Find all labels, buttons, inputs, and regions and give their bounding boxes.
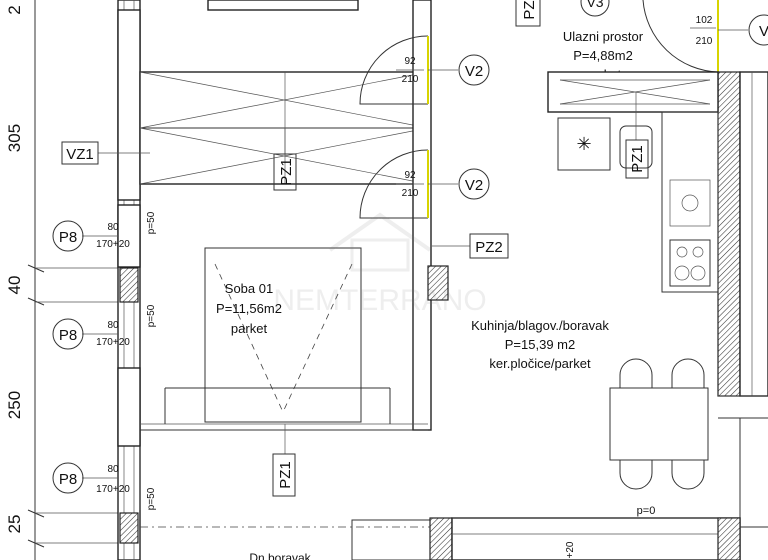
dimension-250: 250: [5, 391, 24, 419]
watermark-logo: NEMTERRANO: [273, 212, 487, 317]
tag-pz-top-partial: PZ: [515, 0, 541, 27]
door-v2-top-tag: V2: [465, 63, 483, 80]
door-v3-height: 210: [696, 36, 713, 47]
door-v3-width: 102: [696, 15, 713, 26]
exterior-wall-left: [117, 0, 141, 560]
exterior-wall-right: [717, 71, 768, 520]
door-v2-top-width: 92: [404, 56, 416, 67]
tag-pz1-bottom-label: PZ1: [277, 461, 294, 489]
window-p8-2-height: 170+20: [96, 337, 130, 348]
room-kuhinja-area: P=15,39 m2: [505, 337, 575, 352]
sink-icon: ✳: [576, 134, 591, 154]
bottom-p0: p=0: [637, 505, 656, 517]
window-p8-2: P8 80 170+20 p=50: [52, 304, 157, 350]
door-v3-tag: V3: [586, 0, 603, 10]
dimension-40: 40: [5, 276, 24, 295]
dimension-305: 305: [5, 124, 24, 152]
room-kuhinja-name: Kuhinja/blagov./boravak: [471, 318, 609, 333]
window-p8-1-tag: P8: [59, 229, 77, 246]
window-p8-1-width: 80: [107, 222, 119, 233]
room-soba-area: P=11,56m2: [216, 301, 282, 316]
door-v2-bottom-height: 210: [402, 188, 419, 199]
room-soba-name: Soba 01: [225, 281, 273, 296]
room-kuhinja-floor: ker.pločice/parket: [489, 356, 591, 371]
window-p8-1-sill: p=50: [146, 211, 157, 234]
door-v2-bottom: 92 210 V2: [359, 149, 490, 219]
room-soba-floor: parket: [231, 321, 268, 336]
tag-pz1-kitchen-label: PZ1: [629, 145, 646, 173]
window-p8-2-tag: P8: [59, 327, 77, 344]
dimension-chain: 2 305 40 250 25: [5, 0, 120, 560]
window-p8-2-sill: p=50: [146, 304, 157, 327]
room-kuhinja-label: Kuhinja/blagov./boravak P=15,39 m2 ker.p…: [471, 318, 609, 371]
bed: [164, 247, 391, 424]
window-p8-3-height: 170+20: [96, 484, 130, 495]
room-ulazni-area: P=4,88m2: [573, 48, 633, 63]
door-v2-top-height: 210: [402, 74, 419, 85]
dining-table: [609, 358, 709, 490]
door-v2-top: 92 210 V2: [359, 35, 490, 105]
window-p8-3: P8 80 170+20 p=50: [52, 462, 157, 510]
window-p8-1-height: 170+20: [96, 239, 130, 250]
room-soba-label: Soba 01 P=11,56m2 parket: [216, 281, 282, 336]
balcony-area: p=0 +20 Dn.boravak: [140, 505, 768, 560]
tag-vz1-label: VZ1: [66, 146, 94, 163]
window-p8-3-sill: p=50: [146, 487, 157, 510]
tag-pz2-label: PZ2: [475, 239, 503, 256]
window-p8-3-width: 80: [107, 464, 119, 475]
tag-pz1-bottom: PZ1: [272, 424, 296, 497]
dimension-25: 25: [5, 515, 24, 534]
door-v3-tag-partial: V: [759, 23, 768, 40]
tag-pz1-top: PZ1: [273, 128, 297, 191]
room-bottom-partial: Dn.boravak: [249, 551, 311, 560]
tag-pz1-top-label: PZ1: [278, 158, 295, 186]
bottom-plus20: +20: [565, 541, 576, 558]
tag-pz1-kitchen: PZ1: [625, 92, 649, 179]
window-p8-1: P8 80 170+20 p=50: [52, 211, 157, 252]
door-v2-bottom-tag: V2: [465, 177, 483, 194]
kitchen-counter: ✳: [547, 71, 719, 293]
dimension-top: 2: [5, 5, 24, 14]
door-v3: V3 102 210 V: [580, 0, 768, 73]
wardrobe-vz1: [139, 71, 429, 185]
window-p8-2-width: 80: [107, 320, 119, 331]
door-v2-bottom-width: 92: [404, 170, 416, 181]
room-ulazni-name: Ulazni prostor: [563, 29, 644, 44]
column-pz2: PZ2: [427, 233, 509, 301]
tag-vz1: VZ1: [61, 141, 150, 165]
tag-pz-top-label: PZ: [521, 0, 538, 19]
window-p8-3-tag: P8: [59, 471, 77, 488]
watermark-text: NEMTERRANO: [273, 284, 486, 317]
